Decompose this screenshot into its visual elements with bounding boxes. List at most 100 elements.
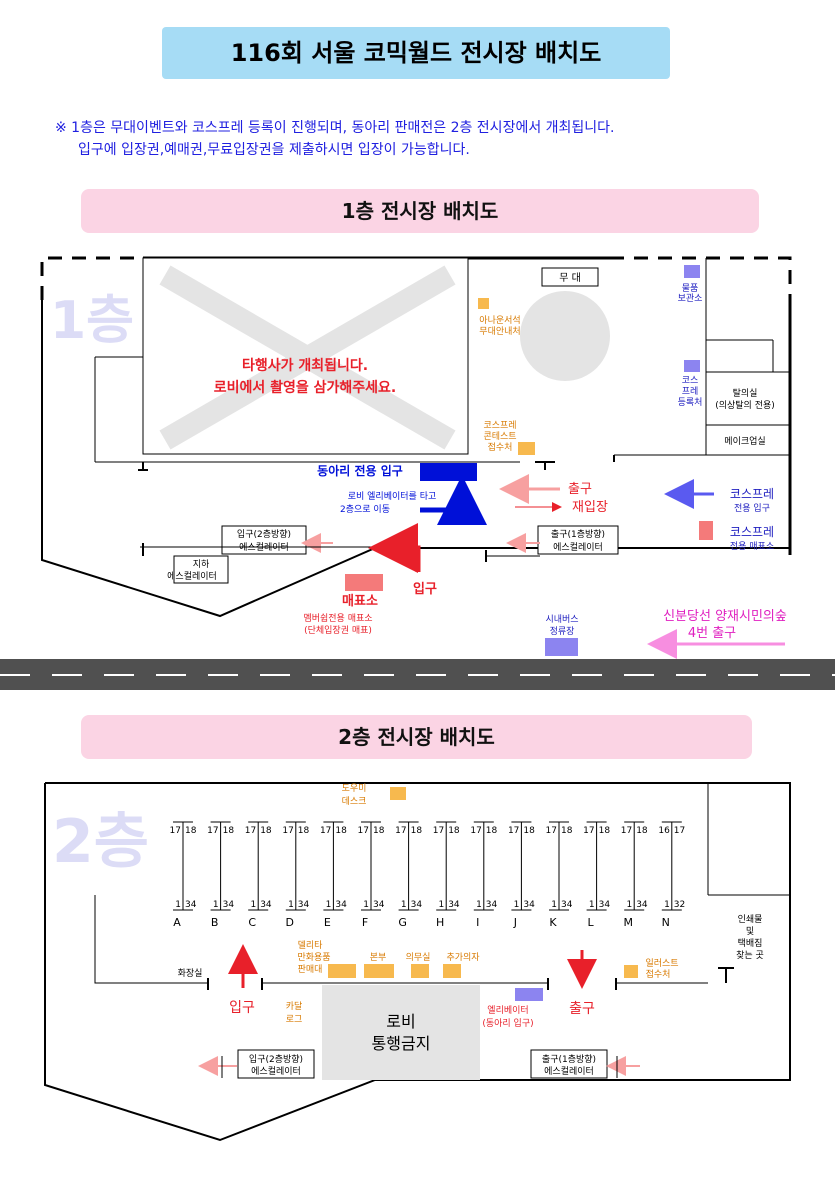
- booth-number: 34: [373, 900, 385, 910]
- booth-number: 1: [514, 900, 520, 910]
- f2-exit-label: 출구: [569, 1001, 595, 1017]
- booth-number: 1: [175, 900, 181, 910]
- cos-register-3: 등록처: [678, 396, 703, 408]
- stage-label: 무 대: [559, 272, 581, 284]
- booth-row-letter: G: [398, 916, 407, 929]
- f2-elevator-marker: [515, 988, 543, 1001]
- floor2-banner: 2층 전시장 배치도: [81, 715, 752, 759]
- basement-escalator-1: 지하: [193, 559, 210, 570]
- booth-row-letter: I: [476, 916, 479, 929]
- booth-number: 17: [207, 826, 218, 836]
- lobby-label-1: 로비: [386, 1012, 415, 1031]
- catalog-2: 로그: [286, 1015, 303, 1025]
- delita-marker: [328, 964, 356, 978]
- booth-number: 34: [599, 900, 611, 910]
- booth-number: 34: [298, 900, 310, 910]
- booth-number: 16: [658, 826, 670, 836]
- cos-contest-marker: [518, 442, 535, 455]
- booth-number: 18: [599, 826, 611, 836]
- f2-elevator-1: 엘리베이터: [487, 1005, 528, 1016]
- booth-number: 34: [185, 900, 197, 910]
- booth-number: 34: [636, 900, 648, 910]
- booth-number: 18: [298, 826, 310, 836]
- booth-number: 1: [250, 900, 256, 910]
- helper-desk-marker: [390, 787, 406, 800]
- ticket-office-label: 매표소: [342, 594, 378, 609]
- restroom-label: 화장실: [178, 968, 203, 979]
- floor1-watermark: 1층: [50, 291, 134, 351]
- basement-escalator: [173, 555, 229, 584]
- lobby-label-2: 통행금지: [372, 1034, 431, 1053]
- booth-number: 18: [561, 826, 573, 836]
- booth-number: 1: [213, 900, 219, 910]
- booth-row-letter: N: [662, 916, 670, 929]
- extra-chairs-label: 추가의자: [446, 952, 480, 963]
- hq-label: 본부: [370, 952, 387, 963]
- helper-desk-2: 데스크: [342, 796, 367, 807]
- booth-number: 17: [358, 826, 369, 836]
- bus-stop-marker: [545, 638, 578, 656]
- club-entrance-marker: [420, 463, 477, 481]
- booth-number: 18: [373, 826, 385, 836]
- booth-number: 18: [335, 826, 347, 836]
- f2-elevator-2: (동아리 입구): [482, 1017, 533, 1029]
- booth-number: 18: [523, 826, 535, 836]
- exit-label-f1: 출구: [568, 482, 592, 497]
- bus-stop-1: 시내버스: [545, 614, 578, 625]
- helper-desk-1: 도우미: [342, 783, 367, 794]
- booth-number: 17: [546, 826, 557, 836]
- storage-label-1: 물품: [682, 283, 699, 294]
- booth-number: 32: [674, 900, 685, 910]
- booth-row-letter: M: [623, 916, 633, 929]
- booth-number: 1: [363, 900, 369, 910]
- cos-contest-2: 콘테스트: [483, 431, 516, 442]
- catalog-1: 카달: [286, 1000, 303, 1012]
- booth-number: 18: [223, 826, 235, 836]
- f1-escalator-up: [221, 525, 307, 555]
- booth-row-letter: A: [173, 916, 181, 929]
- delita-3: 판매대: [298, 964, 323, 975]
- booth-number: 17: [433, 826, 444, 836]
- illust-desk-marker: [624, 965, 638, 978]
- medical-marker: [411, 964, 429, 978]
- print-pickup-1: 인쇄물: [738, 914, 763, 925]
- lobby-elevator-1: 로비 엘리베이터를 타고: [348, 491, 437, 502]
- booth-number: 1: [476, 900, 482, 910]
- booth-number: 17: [674, 826, 685, 836]
- extra-chairs-marker: [443, 964, 461, 978]
- booth-row-letter: B: [211, 916, 219, 929]
- booth-row-letter: L: [588, 916, 595, 929]
- booth-row-letter: K: [549, 916, 557, 929]
- notice-line-2: 입구에 입장권,예매권,무료입장권을 제출하시면 입장이 가능합니다.: [78, 142, 470, 158]
- booth-number: 34: [523, 900, 535, 910]
- booth-number: 34: [335, 900, 347, 910]
- booth-number: 1: [288, 900, 294, 910]
- announcer-label-1: 아나운서석: [479, 315, 520, 326]
- hall-notice-2: 로비에서 촬영을 삼가해주세요.: [214, 379, 397, 396]
- lobby-elevator-2: 2층으로 이동: [340, 504, 390, 515]
- booth-row-letter: D: [286, 916, 294, 929]
- cos-register-2: 프레: [682, 386, 699, 397]
- ticket-office-note-1: 멤버쉽전용 매표소: [303, 613, 372, 624]
- booth-number: 1: [589, 900, 595, 910]
- booth-number: 34: [486, 900, 498, 910]
- cos-ticket-2: 전용 매표소: [730, 541, 774, 552]
- booth-number: 34: [411, 900, 423, 910]
- f1-escalator-up-1: 입구(2층방향): [237, 528, 291, 540]
- page-title: 116회 서울 코믹월드 전시장 배치도: [162, 27, 670, 79]
- booth-number: 18: [486, 826, 498, 836]
- booth-number: 18: [185, 826, 197, 836]
- cos-register-1: 코스: [682, 375, 699, 386]
- booth-number: 17: [320, 826, 331, 836]
- ticket-office-note-2: (단체입장권 매표): [304, 624, 372, 636]
- floor1-banner: 1층 전시장 배치도: [81, 189, 759, 233]
- ticket-office-marker: [345, 574, 383, 591]
- cos-ticket-1: 코스프레: [730, 525, 774, 539]
- storage-label-2: 보관소: [678, 293, 703, 304]
- hq-marker: [364, 964, 394, 978]
- booth-number: 17: [621, 826, 632, 836]
- delita-2: 만화용품: [297, 952, 330, 963]
- makeup-room: 메이크업실: [724, 436, 765, 447]
- booth-number: 1: [664, 900, 670, 910]
